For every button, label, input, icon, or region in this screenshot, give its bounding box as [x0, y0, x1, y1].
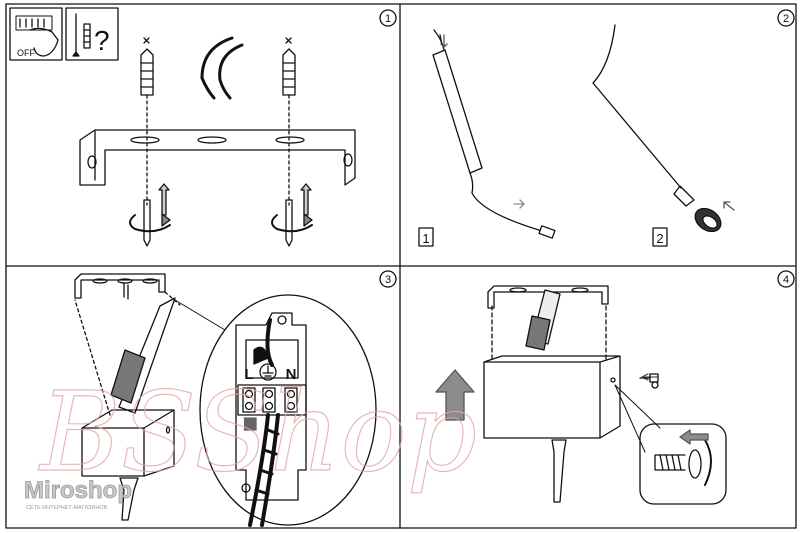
- script-logo-watermark: BSShop: [38, 368, 477, 496]
- earth-symbol-icon: [259, 363, 277, 381]
- mains-cable: [248, 413, 280, 527]
- pendant-wire: [592, 24, 682, 189]
- panel-number: 3: [385, 274, 391, 286]
- lamp-socket: [673, 185, 695, 207]
- driver-cable: [469, 172, 543, 232]
- pendant-stem: [551, 439, 567, 503]
- panel-number-circle: [777, 9, 795, 27]
- push-arrow-icon: [679, 429, 709, 445]
- live-terminal-label: L: [244, 366, 253, 383]
- bracket-slot: [275, 136, 305, 144]
- lift-arrow-icon: [435, 369, 475, 421]
- power-cable: [200, 36, 244, 100]
- step-label-box: [652, 227, 668, 247]
- wall-plug-icon: [140, 37, 154, 206]
- cable-connector: [538, 225, 556, 239]
- power-off-icon: [9, 7, 63, 61]
- panel-3: [74, 273, 377, 527]
- panel-number-circle: [379, 270, 397, 288]
- screw-detail-inset: [639, 423, 727, 505]
- panel-2: [418, 24, 735, 247]
- miroshop-tagline: СЕТЬ ИНТЕРНЕТ-МАГАЗИНОВ: [26, 505, 108, 511]
- wall-plug-icon: [282, 37, 296, 206]
- panel-1: [9, 7, 356, 247]
- panel-number: 1: [385, 13, 391, 25]
- power-off-label: OFF: [17, 48, 35, 58]
- question-mark: ?: [94, 25, 110, 56]
- terminal-block: [235, 312, 307, 501]
- terminal-detail-magnifier: [199, 294, 377, 526]
- screw-rotate-icon: [271, 183, 313, 247]
- panel-number-circle: [777, 270, 795, 288]
- bracket-slot: [130, 136, 160, 144]
- mounting-bracket-small: [487, 285, 609, 309]
- led-driver-tube: [432, 49, 483, 174]
- step-label-box: [418, 227, 434, 247]
- step-label: 2: [656, 231, 663, 246]
- canopy-box: [483, 355, 621, 439]
- panel-number-circle: [379, 9, 397, 27]
- mounting-bracket: [79, 129, 356, 186]
- miroshop-watermark: Miroshop: [24, 477, 132, 504]
- terminal-screws: [242, 387, 298, 413]
- bracket-slot: [197, 136, 227, 144]
- drill-and-plug-icon: [65, 7, 119, 61]
- side-screw: [639, 373, 659, 383]
- pendant-stem: [119, 477, 139, 521]
- panel-number: 4: [783, 274, 789, 286]
- panel-4: [435, 285, 727, 505]
- canopy-box: [81, 409, 175, 477]
- step-label: 1: [422, 231, 429, 246]
- cable-end: [433, 29, 445, 51]
- mounting-bracket-small: [74, 273, 166, 299]
- screw-rotate-icon: [129, 183, 171, 247]
- panel-number: 2: [783, 13, 789, 25]
- neutral-terminal-label: N: [286, 366, 297, 383]
